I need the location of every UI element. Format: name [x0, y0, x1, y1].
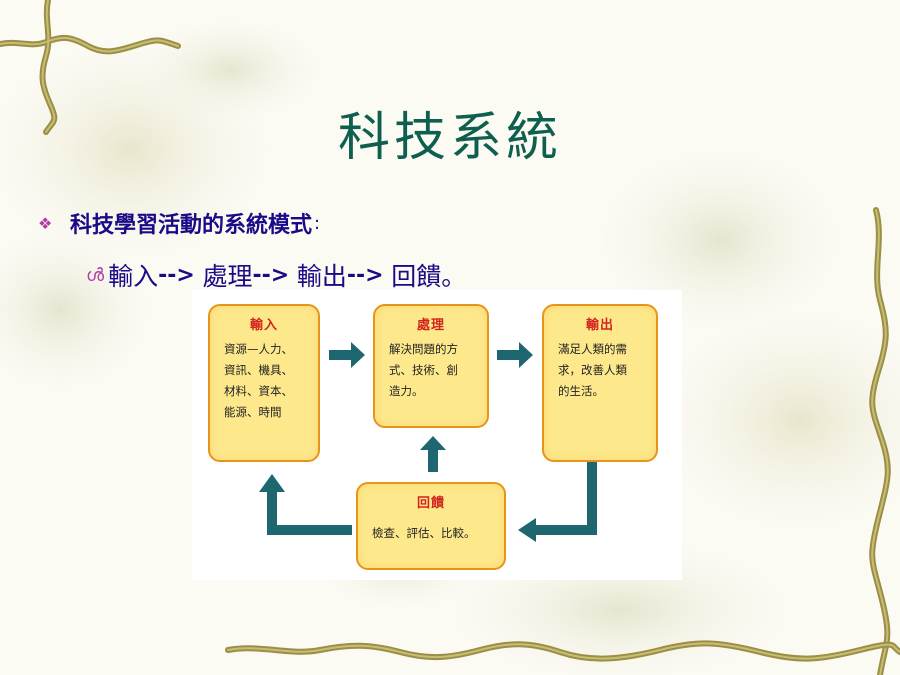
input-line: 資訊、機具、 — [224, 363, 293, 377]
output-line: 的生活。 — [558, 384, 604, 398]
process-box-title: 處理 — [416, 318, 445, 333]
process-line: 解決問題的方 — [389, 342, 458, 356]
output-line: 求，改善人類 — [558, 363, 627, 377]
input-line: 能源、時間 — [224, 405, 282, 419]
sub-arrow-3: --> — [346, 262, 392, 288]
system-model-diagram: 輸入 資源—人力、 資訊、機具、 材料、資本、 能源、時間 處理 解決問題的方 … — [192, 290, 682, 580]
twig-top-left-decoration — [0, 0, 181, 135]
arrowhead-output-to-feedback — [518, 518, 536, 542]
arrow-feedback-to-input — [267, 490, 352, 535]
feedback-box: 回饋 檢查、評估、比較。 — [356, 482, 506, 570]
bullet-point: ❖ 科技學習活動的系統模式 : — [38, 205, 320, 241]
input-box: 輸入 資源—人力、 資訊、機具、 材料、資本、 能源、時間 — [208, 304, 320, 462]
arrow-process-to-output — [497, 342, 533, 368]
output-line: 滿足人類的需 — [558, 342, 627, 356]
arrow-input-to-process — [329, 342, 365, 368]
bullet-text: 科技學習活動的系統模式 — [70, 213, 313, 238]
twig-bottom-decoration — [225, 640, 900, 662]
input-box-title: 輸入 — [249, 318, 278, 333]
twig-right-decoration — [869, 207, 891, 675]
input-line: 資源—人力、 — [224, 342, 293, 356]
bullet-colon: : — [314, 212, 321, 234]
process-line: 造力。 — [389, 384, 424, 398]
sub-bullet-point: ൾ 輸入 --> 處理 --> 輸出 --> 回饋。 — [86, 255, 466, 295]
sub-step-feedback: 回饋。 — [391, 262, 467, 291]
swirl-bullet-icon: ൾ — [86, 264, 105, 286]
diagram-arrows — [259, 342, 597, 542]
diamond-bullet-icon: ❖ — [38, 213, 53, 233]
sub-step-output: 輸出 — [296, 262, 347, 291]
feedback-box-title: 回饋 — [416, 496, 445, 511]
sub-arrow-1: --> — [158, 262, 203, 288]
arrow-output-to-feedback — [534, 460, 597, 535]
arrowhead-feedback-to-input — [259, 474, 285, 492]
sub-step-input: 輸入 — [108, 262, 159, 291]
input-line: 材料、資本、 — [224, 384, 293, 398]
slide-title: 科技系統 — [337, 108, 562, 168]
arrow-feedback-to-process — [420, 436, 446, 472]
feedback-line: 檢查、評估、比較。 — [372, 526, 476, 540]
sub-arrow-2: --> — [252, 262, 297, 288]
sub-step-process: 處理 — [202, 262, 253, 291]
process-line: 式、技術、創 — [389, 363, 458, 377]
process-box: 處理 解決問題的方 式、技術、創 造力。 — [373, 304, 489, 428]
output-box-title: 輸出 — [585, 318, 614, 333]
output-box: 輸出 滿足人類的需 求，改善人類 的生活。 — [542, 304, 658, 462]
